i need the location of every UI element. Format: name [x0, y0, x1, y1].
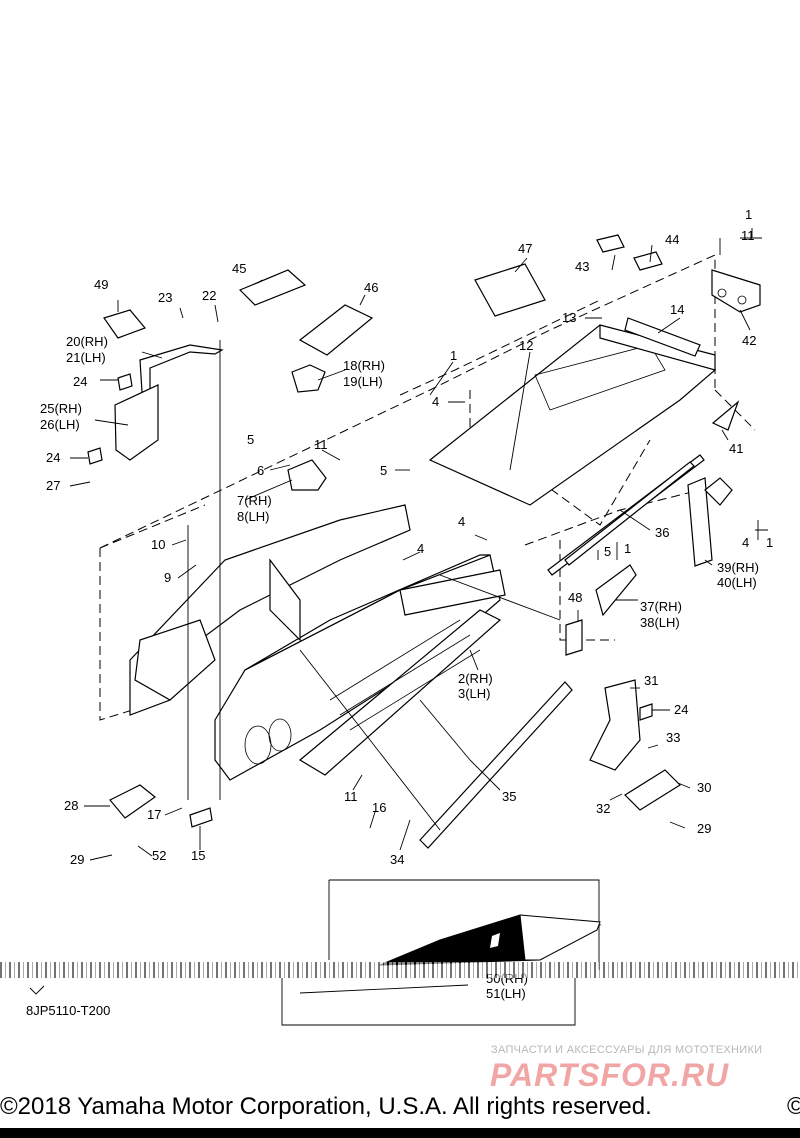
callout-13: 13 — [562, 310, 576, 325]
callout-20-rh: 20(RH) — [66, 334, 108, 349]
callout-labels: 1 11 43 44 47 13 14 42 12 1 4 41 5 36 4 … — [40, 207, 773, 867]
callout-1-top: 1 — [745, 207, 752, 222]
copyright-notice: ©2018 Yamaha Motor Corporation, U.S.A. A… — [0, 1093, 652, 1120]
callout-17: 17 — [147, 807, 161, 822]
callout-44: 44 — [665, 232, 679, 247]
callout-45: 45 — [232, 261, 246, 276]
callout-23: 23 — [158, 290, 172, 305]
callout-19-lh: 19(LH) — [343, 374, 383, 389]
callout-38-lh: 38(LH) — [640, 615, 680, 630]
callout-21-lh: 21(LH) — [66, 350, 106, 365]
rails — [419, 454, 705, 849]
callout-49: 49 — [94, 277, 108, 292]
leader-lines — [69, 228, 768, 861]
callout-30: 30 — [697, 780, 711, 795]
copyright-edge-symbol: © — [787, 1093, 800, 1120]
callout-5-c: 5 — [247, 432, 254, 447]
callout-11-b: 11 — [314, 437, 328, 452]
right-brackets — [565, 477, 733, 656]
callout-11-mid: 11 — [344, 789, 358, 804]
callout-46: 46 — [364, 280, 378, 295]
left-side-parts — [87, 309, 327, 491]
callout-37-rh: 37(RH) — [640, 599, 682, 614]
callout-25-rh: 25(RH) — [40, 401, 82, 416]
callout-35: 35 — [502, 789, 516, 804]
callout-4-d: 4 — [417, 541, 424, 556]
callout-51-lh: 51(LH) — [486, 986, 526, 1001]
callout-16: 16 — [372, 800, 386, 815]
callout-6: 6 — [257, 463, 264, 478]
callout-12: 12 — [519, 338, 533, 353]
footrest-parts — [109, 679, 681, 828]
callout-5-b: 5 — [604, 544, 611, 559]
callout-29-b: 29 — [697, 821, 711, 836]
scan-noise-band — [0, 962, 800, 978]
callout-26-lh: 26(LH) — [40, 417, 80, 432]
callout-27: 27 — [46, 478, 60, 493]
watermark-brand: PARTSFOR.RU — [490, 1057, 730, 1093]
callout-32: 32 — [596, 801, 610, 816]
callout-24-a: 24 — [73, 374, 87, 389]
watermark-tagline: ЗАПЧАСТИ И АКСЕССУАРЫ ДЛЯ МОТОТЕХНИКИ — [491, 1044, 763, 1056]
callout-24-b: 24 — [46, 450, 60, 465]
callout-4-a: 4 — [432, 394, 439, 409]
callout-7-rh: 7(RH) — [237, 493, 272, 508]
callout-1-b: 1 — [624, 541, 631, 556]
callout-14: 14 — [670, 302, 684, 317]
frame-tunnel — [129, 504, 506, 781]
callout-8-lh: 8(LH) — [237, 509, 270, 524]
callout-1-mid: 1 — [450, 348, 457, 363]
callout-42: 42 — [742, 333, 756, 348]
callout-28: 28 — [64, 798, 78, 813]
callout-1-right: 1 — [766, 535, 773, 550]
decal-inset-box: 50(RH) 51(LH) — [29, 879, 602, 1026]
rear-bracket — [711, 269, 761, 313]
callout-52: 52 — [152, 848, 166, 863]
callout-15: 15 — [191, 848, 205, 863]
callout-24-c: 24 — [674, 702, 688, 717]
callout-22: 22 — [202, 288, 216, 303]
callout-31: 31 — [644, 673, 658, 688]
bottom-border — [0, 1128, 800, 1138]
callout-29-a: 29 — [70, 852, 84, 867]
callout-10: 10 — [151, 537, 165, 552]
callout-36: 36 — [655, 525, 669, 540]
seat-base-plate — [428, 317, 717, 506]
callout-5-a: 5 — [380, 463, 387, 478]
callout-41: 41 — [729, 441, 743, 456]
callout-9: 9 — [164, 570, 171, 585]
assembly-outline-main — [99, 254, 756, 721]
callout-33: 33 — [666, 730, 680, 745]
pad-parts — [238, 234, 740, 431]
callout-34: 34 — [390, 852, 404, 867]
callout-39-rh: 39(RH) — [717, 560, 759, 575]
diagram-code: 8JP5110-T200 — [26, 1003, 111, 1018]
callout-4-b: 4 — [742, 535, 749, 550]
callout-18-rh: 18(RH) — [343, 358, 385, 373]
callout-40-lh: 40(LH) — [717, 575, 757, 590]
callout-4-c: 4 — [458, 514, 465, 529]
callout-43: 43 — [575, 259, 589, 274]
callout-3-lh: 3(LH) — [458, 686, 491, 701]
callout-47: 47 — [518, 241, 532, 256]
callout-48: 48 — [568, 590, 582, 605]
callout-2-rh: 2(RH) — [458, 671, 493, 686]
callout-11-top: 11 — [741, 228, 755, 243]
